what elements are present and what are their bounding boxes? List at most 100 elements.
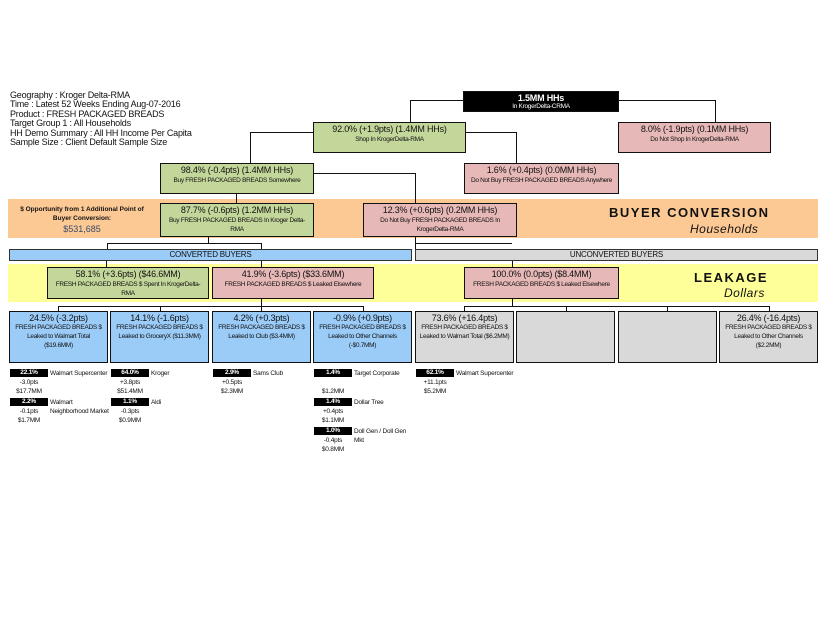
- share-badge: 1.4%: [314, 369, 352, 377]
- spent-kroger-node[interactable]: 58.1% (+3.6pts) ($46.6MM) FRESH PACKAGED…: [47, 267, 209, 299]
- dollar-amount: $0.9MM: [118, 417, 142, 424]
- node-value: 92.0% (+1.9pts) (1.4MM HHs): [332, 124, 447, 134]
- node-value: 100.0% (0.0pts) ($8.4MM): [491, 269, 592, 279]
- connector: [516, 132, 517, 163]
- share-change: +11.1pts: [423, 379, 447, 386]
- dollar-amount: $1.1MM: [321, 417, 345, 424]
- leakage-leaf-node[interactable]: 14.1% (-1.6pts)FRESH PACKAGED BREADS $ L…: [110, 311, 209, 363]
- connector: [363, 306, 364, 311]
- connector: [618, 100, 715, 101]
- opportunity-label: $ Opportunity from 1 Additional Point of…: [20, 206, 144, 222]
- info-sample: Sample Size : Client Default Sample Size: [10, 137, 168, 148]
- share-change: +3.8pts: [119, 379, 141, 386]
- node-label: FRESH PACKAGED BREADS $ Leaked to Club (…: [218, 324, 305, 340]
- node-label: Do Not Buy FRESH PACKAGED BREADS Anywher…: [470, 177, 613, 184]
- connector: [58, 306, 59, 311]
- node-value: 41.9% (-3.6pts) ($33.6MM): [241, 269, 345, 279]
- shop-node[interactable]: 92.0% (+1.9pts) (1.4MM HHs) Shop In Krog…: [313, 122, 466, 153]
- leakage-leaf-node[interactable]: -0.9% (+0.9pts)FRESH PACKAGED BREADS $ L…: [313, 311, 412, 363]
- node-value: -0.9% (+0.9pts): [333, 313, 392, 323]
- share-badge: 1.4%: [314, 398, 352, 406]
- share-change: -0.3pts: [120, 408, 140, 415]
- share-change: +0.5pts: [221, 379, 243, 386]
- buy-kroger-node[interactable]: 87.7% (-0.6pts) (1.2MM HHs) Buy FRESH PA…: [160, 203, 314, 237]
- node-value: 58.1% (+3.6pts) ($46.6MM): [75, 269, 181, 279]
- connector: [58, 306, 364, 307]
- dollar-amount: $5.2MM: [423, 388, 447, 395]
- leakage-leaf-node[interactable]: [618, 311, 717, 363]
- node-label: Do Not Buy FRESH PACKAGED BREADS In Krog…: [380, 217, 500, 233]
- info-product: Product : FRESH PACKAGED BREADS: [10, 108, 165, 119]
- retailer-name: Kroger: [151, 370, 170, 377]
- share-change: -0.1pts: [19, 408, 39, 415]
- connector: [261, 243, 262, 249]
- share-change: -3.0pts: [19, 379, 39, 386]
- converted-buyers-bar[interactable]: CONVERTED BUYERS: [9, 249, 412, 261]
- share-change: -0.4pts: [323, 437, 343, 444]
- dollar-amount: $1.2MM: [321, 388, 345, 395]
- node-label: Do Not Shop In KrogerDelta-RMA: [650, 136, 739, 143]
- node-label: In KrogerDelta-CRMA: [512, 103, 570, 110]
- unconverted-buyers-bar[interactable]: UNCONVERTED BUYERS: [415, 249, 818, 261]
- report-info: Geography : Kroger Delta-RMA Time : Late…: [10, 90, 192, 148]
- connector: [261, 261, 262, 267]
- leaked-unconverted-node[interactable]: 100.0% (0.0pts) ($8.4MM) FRESH PACKAGED …: [464, 267, 619, 299]
- connector: [464, 306, 770, 307]
- node-label: FRESH PACKAGED BREADS $ Leaked to Grocer…: [116, 324, 203, 340]
- dollar-amount: $1.7MM: [17, 417, 41, 424]
- leakage-leaf-node[interactable]: 4.2% (+0.3pts)FRESH PACKAGED BREADS $ Le…: [212, 311, 311, 363]
- node-label: Buy FRESH PACKAGED BREADS In Kroger Delt…: [168, 217, 306, 233]
- no-buy-anywhere-node[interactable]: 1.6% (+0.4pts) (0.0MM HHs) Do Not Buy FR…: [464, 163, 619, 194]
- node-value: 26.4% (-16.4pts): [736, 313, 801, 323]
- node-label: FRESH PACKAGED BREADS $ Leaked to Walmar…: [15, 324, 102, 349]
- node-label: Buy FRESH PACKAGED BREADS Somewhere: [173, 177, 301, 184]
- dollar-amount: $51.4MM: [117, 388, 143, 395]
- leakage-title: LEAKAGE: [694, 270, 769, 285]
- root-node[interactable]: 1.5MM HHs In KrogerDelta-CRMA: [463, 91, 619, 112]
- no-shop-node[interactable]: 8.0% (-1.9pts) (0.1MM HHs) Do Not Shop I…: [618, 122, 771, 153]
- leakage-leaf-node[interactable]: [516, 311, 615, 363]
- buyer-conversion-subtitle: Households: [690, 222, 759, 236]
- connector: [512, 298, 513, 306]
- retailer-name: Walmart Supercenter: [50, 370, 108, 377]
- node-value: 4.2% (+0.3pts): [233, 313, 290, 323]
- info-time: Time : Latest 52 Weeks Ending Aug-07-201…: [10, 99, 181, 110]
- connector: [410, 100, 411, 122]
- retailer-name: Sams Club: [253, 370, 283, 377]
- node-value: 24.5% (-3.2pts): [29, 313, 88, 323]
- connector: [464, 306, 465, 311]
- node-label: FRESH PACKAGED BREADS $ Leaked Elsewhere: [473, 281, 610, 288]
- info-target-group: Target Group 1 : All Households: [10, 118, 131, 129]
- buyer-conversion-title: BUYER CONVERSION: [609, 205, 770, 220]
- connector: [415, 236, 416, 249]
- buy-somewhere-node[interactable]: 98.4% (-0.4pts) (1.4MM HHs) Buy FRESH PA…: [160, 163, 314, 194]
- opportunity-value: $531,685: [63, 224, 101, 234]
- retailer-name: Aldi: [151, 399, 162, 406]
- retailer-name: Doll Gen / Doll Gen Mkt: [354, 428, 407, 444]
- node-label: Shop In KrogerDelta-RMA: [355, 136, 424, 143]
- leakage-leaf-node[interactable]: 73.6% (+16.4pts)FRESH PACKAGED BREADS $ …: [415, 311, 514, 363]
- node-label: FRESH PACKAGED BREADS $ Spent In KrogerD…: [55, 281, 201, 297]
- connector: [261, 298, 262, 306]
- node-value: 73.6% (+16.4pts): [431, 313, 498, 323]
- dollar-amount: $2.3MM: [220, 388, 244, 395]
- node-value: 12.3% (+0.6pts) (0.2MM HHs): [382, 205, 498, 215]
- leakage-leaf-node[interactable]: 24.5% (-3.2pts)FRESH PACKAGED BREADS $ L…: [9, 311, 108, 363]
- leakage-leaf-node[interactable]: 26.4% (-16.4pts)FRESH PACKAGED BREADS $ …: [719, 311, 818, 363]
- retailer-name: Walmart Neighborhood Market: [50, 399, 109, 415]
- connector: [715, 100, 716, 122]
- no-buy-kroger-node[interactable]: 12.3% (+0.6pts) (0.2MM HHs) Do Not Buy F…: [363, 203, 517, 237]
- node-label: FRESH PACKAGED BREADS $ Leaked to Other …: [725, 324, 812, 349]
- node-label: FRESH PACKAGED BREADS $ Leaked to Walmar…: [419, 324, 510, 340]
- leaked-converted-node[interactable]: 41.9% (-3.6pts) ($33.6MM) FRESH PACKAGED…: [212, 267, 374, 299]
- leakage-subtitle: Dollars: [724, 286, 765, 300]
- info-geography: Geography : Kroger Delta-RMA: [10, 90, 130, 100]
- share-badge: 1.0%: [314, 427, 352, 435]
